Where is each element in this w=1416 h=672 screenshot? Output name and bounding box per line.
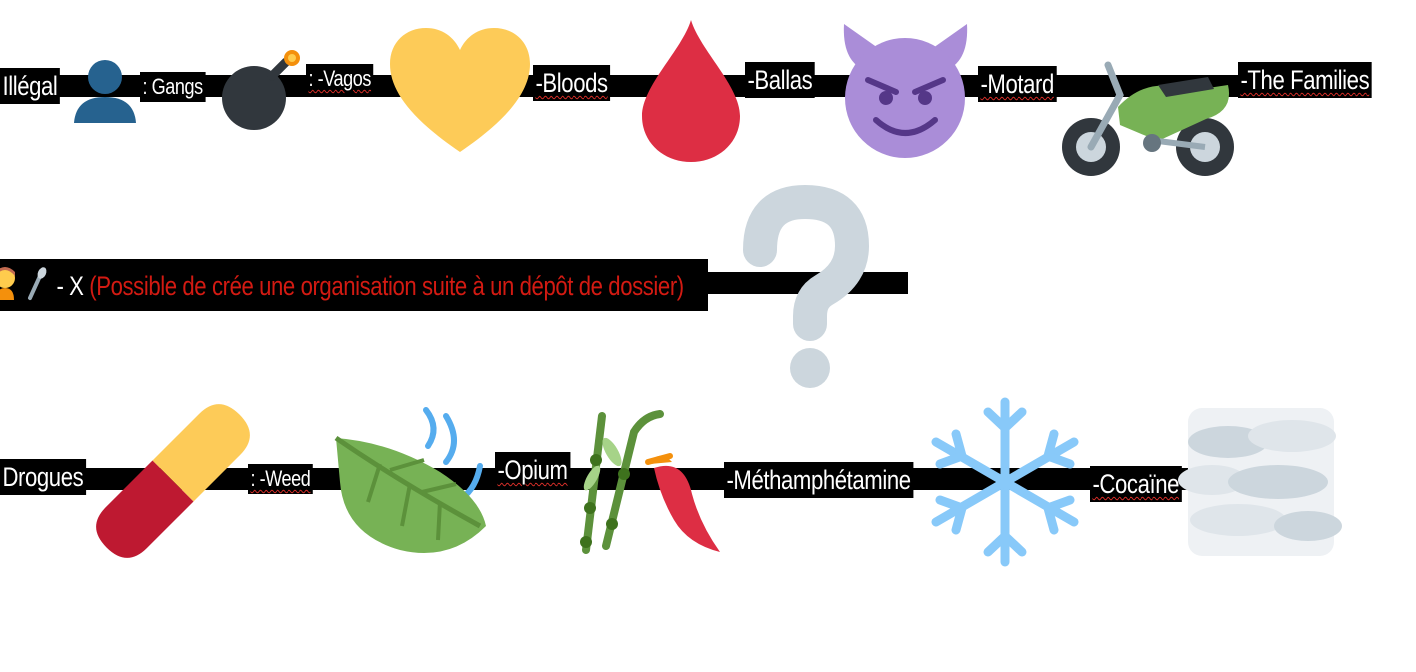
gangs-label: : Gangs xyxy=(140,72,206,102)
microphone-icon xyxy=(28,267,47,300)
vagos-text: : -Vagos xyxy=(308,66,372,91)
motard-label: -Motard xyxy=(978,66,1057,102)
smiling-devil-icon xyxy=(843,24,968,158)
bust-silhouette-icon xyxy=(74,60,136,123)
opium-text: -Opium xyxy=(497,455,568,485)
leaf-fluttering-in-wind-icon xyxy=(334,407,486,553)
person-icon xyxy=(0,267,15,300)
cocaine-text: -Cocaïne xyxy=(1092,469,1180,499)
motard-text: -Motard xyxy=(980,69,1054,99)
hot-pepper-icon xyxy=(645,453,720,552)
families-label: -The Families xyxy=(1238,62,1372,98)
pill-icon xyxy=(96,404,250,558)
herb-stalks-icon xyxy=(580,410,664,554)
question-mark-icon xyxy=(743,184,870,388)
bloods-label: -Bloods xyxy=(533,65,611,101)
snowflake-icon xyxy=(931,397,1079,567)
weed-label: : -Weed xyxy=(248,464,313,494)
cocaine-label: -Cocaïne xyxy=(1090,466,1182,502)
fog-icon xyxy=(1178,408,1342,556)
yellow-heart-icon xyxy=(390,28,530,152)
organisation-label-bg xyxy=(0,259,708,311)
organisation-text: - X (Possible de crée une organisation s… xyxy=(54,268,686,304)
opium-label: -Opium xyxy=(495,452,571,488)
organisation-note: (Possible de crée une organisation suite… xyxy=(89,271,684,301)
vagos-label: : -Vagos xyxy=(306,64,374,94)
bomb-icon xyxy=(222,50,300,130)
meth-label: -Méthamphétamine xyxy=(724,462,914,498)
organisation-prefix: - X xyxy=(56,271,84,301)
drogues-heading: Drogues xyxy=(0,459,86,495)
ballas-label: -Ballas xyxy=(745,62,815,98)
weed-text: : -Weed xyxy=(250,466,311,491)
illegal-heading: Illégal xyxy=(0,68,60,104)
drop-of-blood-icon xyxy=(642,20,740,162)
families-text: -The Families xyxy=(1240,65,1370,95)
bloods-text: -Bloods xyxy=(535,68,608,98)
motorcycle-icon xyxy=(1062,61,1234,176)
